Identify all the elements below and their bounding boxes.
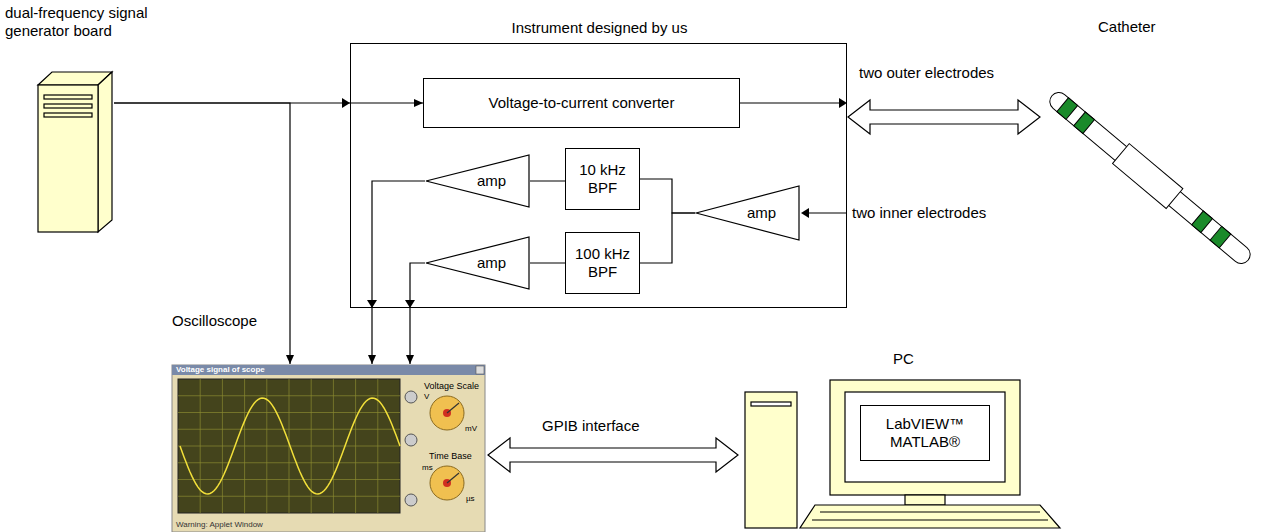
signal-wire [530,262,565,263]
text-label: two inner electrodes [852,204,986,222]
text-label: Voltage Scale [424,381,479,392]
text-label: Voltage signal of scope [176,365,265,375]
filter-box: 100 kHz BPF [565,232,640,294]
signal-wire [530,180,565,181]
filter-box: 10 kHz BPF [565,148,640,210]
software-screen: LabVIEW™MATLAB® [860,405,990,461]
signal-wire [640,213,695,263]
converter-box: Voltage-to-current converter [423,78,740,128]
wires [342,98,847,308]
signal-generator: dual-frequency signal generator board [38,68,114,233]
node-label: amp [477,172,506,190]
heading-label: dual-frequency signal generator board [5,4,180,40]
amplifier: amp [425,154,530,208]
double-arrow [488,438,738,472]
signal-wire [640,179,695,213]
node-label: LabVIEW™ [886,415,964,433]
heading-label: PC [893,350,933,368]
instrument-box: Instrument designed by usVoltage-to-curr… [350,43,847,308]
catheter-drawing [1044,86,1257,270]
signal-wire [410,263,425,364]
heading-label: Oscilloscope [172,312,292,330]
oscilloscope-panel [172,365,485,532]
text-label: ms [422,463,433,473]
text-label: Warning: Applet Window [176,520,263,530]
node-label: amp [477,254,506,272]
node-label: Voltage-to-current converter [489,94,675,112]
text-label: V [424,392,429,402]
text-label: Time Base [429,451,472,462]
node-label: 10 kHz BPF [570,161,635,197]
node-label: 100 kHz BPF [570,245,635,281]
pc: PCLabVIEW™MATLAB® [740,378,1060,530]
heading-label: Catheter [1098,18,1198,36]
node-label: amp [747,204,776,222]
edge-label: two outer electrodes [857,64,996,82]
amplifier: amp [425,236,530,290]
heading-label: Instrument designed by us [351,19,848,37]
catheter: Catheter [1042,88,1254,268]
signal-wire [372,181,425,364]
node-label: MATLAB® [890,433,960,451]
text-label: µs [466,494,475,504]
double-arrow [848,100,1040,134]
amplifier: amp [695,185,800,241]
text-label: mV [465,424,477,434]
pc-drawing [745,380,1060,528]
edge-label: GPIB interface [540,417,642,435]
generator-tower [38,72,112,232]
